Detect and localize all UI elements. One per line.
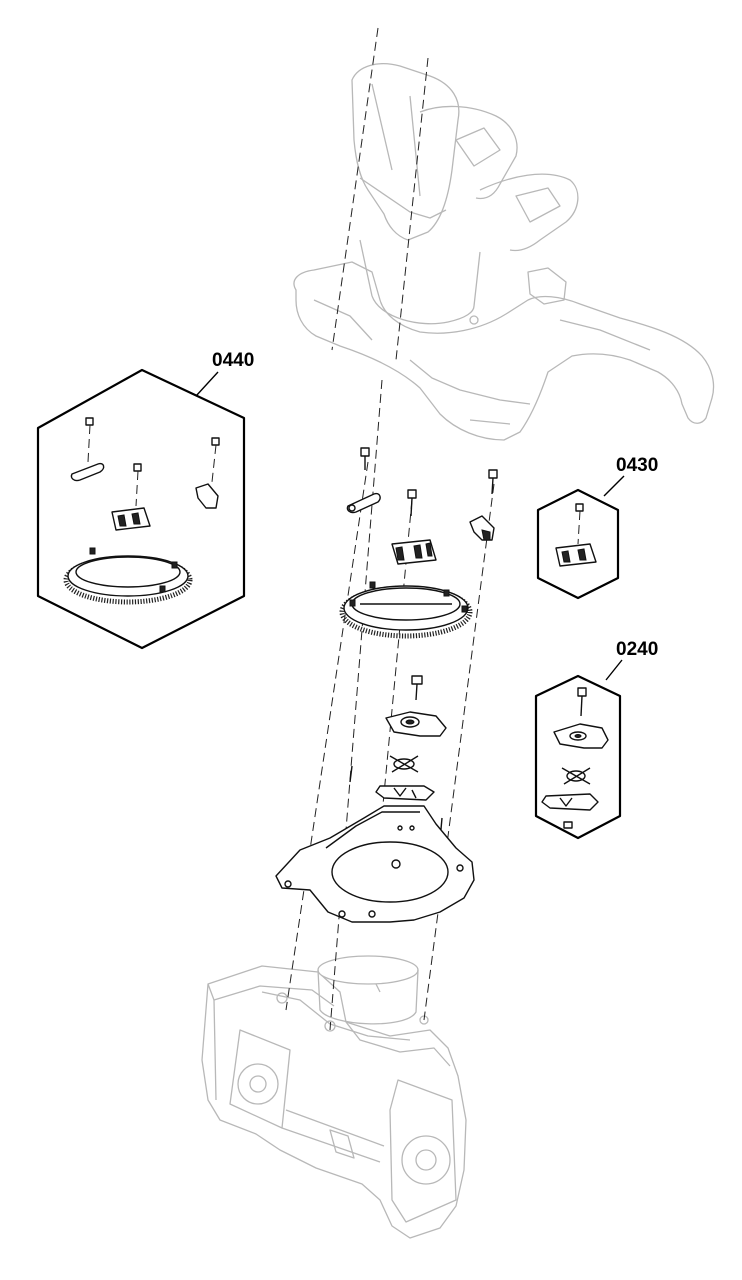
chute-base-plate [275,805,475,923]
callout-0440-parts [63,417,220,605]
callout-0430: 0430 [536,455,658,600]
center-exploded-parts [275,447,498,923]
callout-0430-label: 0430 [616,455,658,476]
chute-ring-gear [339,581,473,639]
bolt-left [360,447,370,470]
bolt-center [407,489,417,517]
callout-0430-frame [536,488,620,600]
chute-lock-block [391,539,437,565]
shoulder-bolt [411,675,423,701]
chute-assembly-ghost [293,63,715,441]
lower-bracket [375,785,435,801]
callout-0240: 0240 [534,639,658,840]
callout-0440-frame [36,368,246,650]
auger-housing-ghost [201,955,467,1239]
callout-0240-label: 0240 [616,639,658,660]
spring-washer [389,755,419,773]
callout-0440-label: 0440 [212,350,254,371]
callout-0430-parts [555,503,597,567]
bolt-right [488,469,498,495]
rotation-plate [385,711,447,737]
callout-0240-frame [534,674,622,840]
callout-0240-parts [541,687,609,829]
callout-0440: 0440 [36,350,254,650]
